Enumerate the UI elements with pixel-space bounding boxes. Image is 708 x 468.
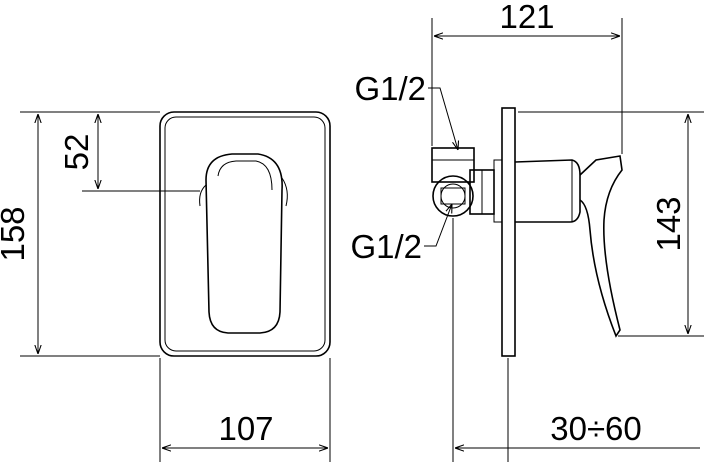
valve-body: [514, 159, 581, 223]
dim-52-label: 52: [58, 134, 95, 171]
side-dimensions: 121 143 30÷60 G1/2 G1/2: [350, 0, 704, 462]
connector-bottom-outer: [432, 175, 474, 217]
front-dimensions: 158 52 107: [0, 111, 331, 462]
connection-top-label: G1/2: [354, 70, 426, 107]
front-view: [159, 111, 331, 357]
leader-top: [428, 87, 458, 150]
connection-bottom-label: G1/2: [350, 228, 422, 265]
dim-158-label: 158: [0, 206, 31, 261]
dim-121-label: 121: [499, 0, 554, 35]
lever-handle: [205, 153, 283, 334]
cover-plate-inner: [164, 116, 326, 352]
dim-107-label: 107: [218, 410, 273, 447]
lever-handle-face: [217, 160, 273, 191]
lever-side-profile: [579, 155, 623, 338]
plate-flange: [493, 159, 503, 223]
side-view: [431, 107, 623, 357]
dim-30-60-label: 30÷60: [550, 410, 642, 447]
wall-plate: [501, 107, 516, 357]
dim-143-label: 143: [650, 196, 687, 251]
leader-bottom: [424, 204, 452, 247]
lever-hub: [199, 184, 207, 207]
cover-plate-outer: [159, 111, 331, 357]
connector-top: [431, 147, 475, 183]
lever-hub-right: [281, 177, 288, 207]
